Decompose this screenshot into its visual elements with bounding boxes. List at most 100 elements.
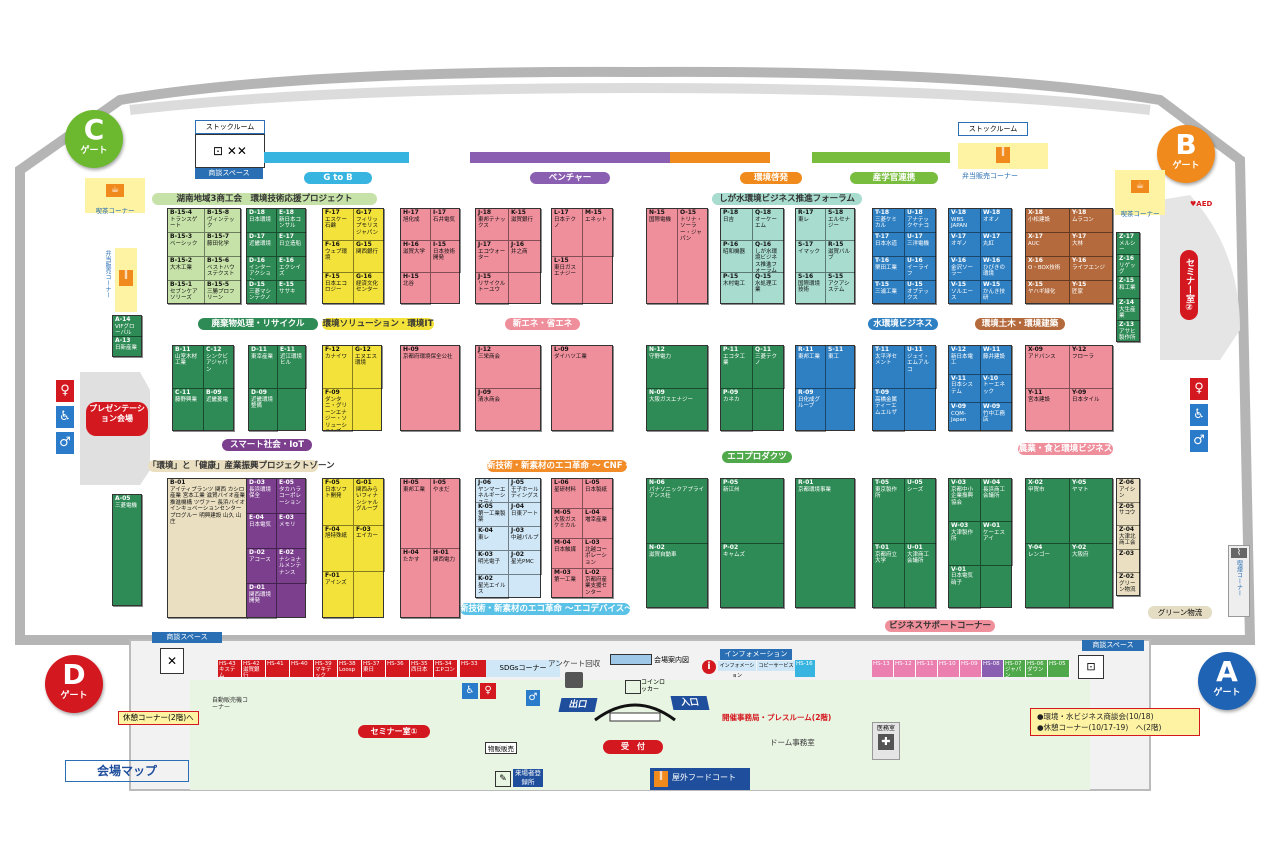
- organizer-office[interactable]: 開催事務局・プレスルーム(2階): [722, 713, 832, 722]
- gate-a[interactable]: A ゲート: [1198, 652, 1256, 710]
- lower-booth[interactable]: HS-05: [1048, 660, 1070, 677]
- sdgs-corner[interactable]: SDGsコーナー: [486, 660, 560, 677]
- lower-booth[interactable]: HS-40: [290, 660, 314, 677]
- rest-corner-left[interactable]: 休憩コーナー(2階)へ: [118, 711, 199, 725]
- information-label[interactable]: インフォメーション: [720, 649, 792, 660]
- food-court[interactable]: ‖ 屋外フードコート: [650, 768, 750, 790]
- medical-room[interactable]: 医務室 ✚: [872, 722, 900, 760]
- seminar2[interactable]: セミナー室②: [1180, 250, 1198, 320]
- booth[interactable]: Z-03: [1117, 549, 1141, 574]
- lower-booth[interactable]: HS-12: [894, 660, 916, 677]
- gate-c[interactable]: C ゲート: [65, 110, 123, 168]
- lower-booth[interactable]: HS-13: [872, 660, 894, 677]
